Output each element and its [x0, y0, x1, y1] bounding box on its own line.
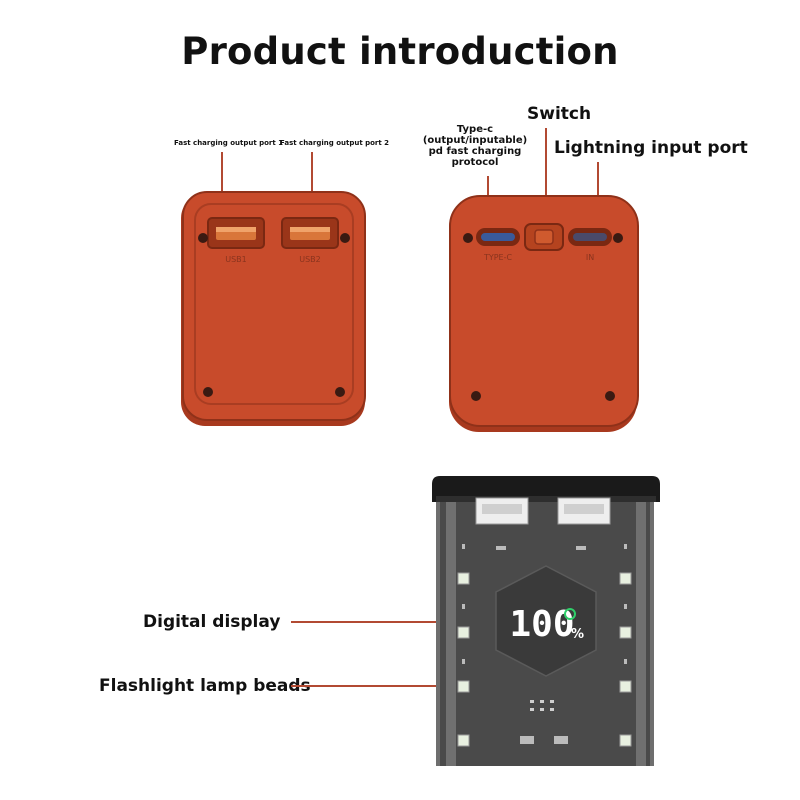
leader-line-lightning: [597, 162, 599, 198]
device-panel-inputs: TYPE-C IN: [449, 195, 639, 432]
usb2-marking: USB2: [299, 255, 321, 264]
circuit-components: [462, 544, 627, 744]
usb2-port: [281, 217, 339, 249]
leader-line-switch: [545, 128, 547, 198]
label-switch: Switch: [527, 104, 592, 124]
usb-port-top-right: [557, 497, 611, 525]
usb1-port: [207, 217, 265, 249]
typec-marking: TYPE-C: [483, 253, 513, 262]
label-output-port-2: Fast charging output port 2: [280, 139, 390, 147]
screw: [463, 233, 473, 243]
indicator-dots: [530, 700, 554, 711]
label-lightning: Lightning input port: [554, 138, 748, 158]
label-flashlight: Flashlight lamp beads: [99, 676, 311, 696]
display-value: 100: [509, 604, 574, 645]
in-marking: IN: [586, 253, 594, 262]
type-c-port: [476, 228, 520, 246]
lightning-port: [568, 228, 612, 246]
label-output-port-1: Fast charging output port 1: [174, 139, 284, 147]
screw: [198, 233, 208, 243]
leader-line-display: [291, 621, 501, 623]
display-unit: %: [571, 627, 584, 642]
charging-icon: [564, 608, 576, 620]
power-switch: [524, 223, 564, 251]
leader-line-output-2: [311, 152, 313, 198]
label-digital-display: Digital display: [143, 612, 281, 632]
screw: [471, 391, 481, 401]
leader-line-flashlight: [291, 685, 461, 687]
screw: [605, 391, 615, 401]
screw: [203, 387, 213, 397]
screw: [340, 233, 350, 243]
leader-line-output-1: [221, 152, 223, 198]
power-bank-body: 100 %: [432, 476, 660, 766]
leader-line-type-c: [487, 176, 489, 198]
screw: [335, 387, 345, 397]
label-type-c: Type-c (output/inputable) pd fast chargi…: [422, 124, 528, 168]
page-title: Product introduction: [181, 30, 619, 73]
lamp-beads-left: [457, 572, 470, 747]
usb-port-top-left: [475, 497, 529, 525]
device-panel-outputs: USB1 USB2: [181, 191, 366, 426]
display-window: [495, 565, 597, 677]
lamp-beads-right: [619, 572, 632, 747]
usb1-marking: USB1: [225, 255, 247, 264]
screw: [613, 233, 623, 243]
